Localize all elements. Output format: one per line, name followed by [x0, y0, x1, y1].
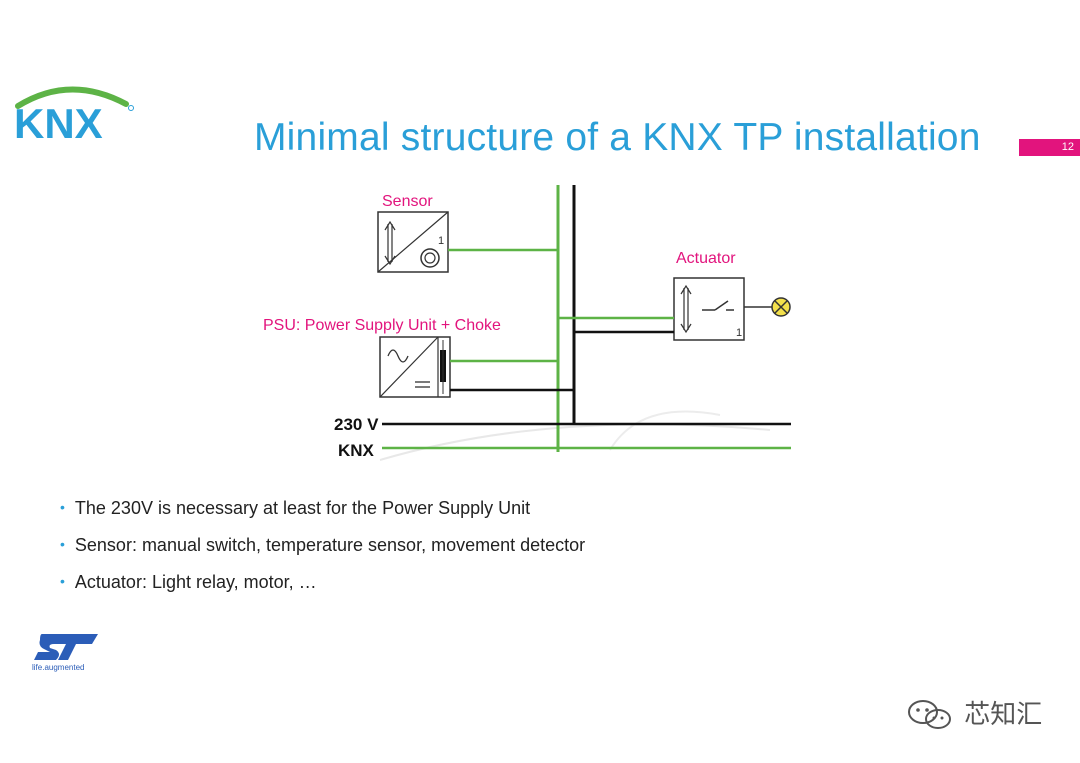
actuator-label: Actuator	[676, 250, 736, 267]
st-logo: life.augmented	[30, 630, 110, 676]
wechat-icon	[905, 695, 957, 735]
bullet-item: •Sensor: manual switch, temperature sens…	[60, 535, 586, 555]
page-title: Minimal structure of a KNX TP installati…	[254, 116, 981, 159]
sensor-label: Sensor	[382, 193, 433, 210]
psu-label: PSU: Power Supply Unit + Choke	[263, 317, 501, 334]
bullet-dot-icon: •	[60, 499, 65, 515]
sensor-channel: 1	[438, 235, 444, 247]
sensor-device: 1	[377, 211, 449, 273]
lamp-icon	[771, 297, 791, 317]
bullet-item: •The 230V is necessary at least for the …	[60, 498, 531, 518]
bullet-dot-icon: •	[60, 536, 65, 552]
bullet-dot-icon: •	[60, 573, 65, 589]
watermark: 芯知汇	[905, 695, 1042, 735]
knx-logo-text: KNX	[14, 100, 103, 146]
watermark-text: 芯知汇	[964, 700, 1043, 730]
st-tagline: life.augmented	[32, 663, 84, 672]
knx-logo: KNX	[10, 82, 140, 147]
psu-device	[379, 336, 451, 398]
bullet-item: •Actuator: Light relay, motor, …	[60, 572, 317, 592]
label-230v: 230 V	[334, 415, 379, 434]
actuator-channel: 1	[736, 327, 742, 339]
page-number-badge: 12	[1019, 139, 1080, 156]
actuator-device: 1	[673, 277, 745, 341]
bullet-list: •The 230V is necessary at least for the …	[60, 494, 585, 605]
wiring-diagram: 230 V KNX Sensor 1 Actuator 1	[250, 180, 810, 470]
label-knx: KNX	[338, 441, 375, 460]
